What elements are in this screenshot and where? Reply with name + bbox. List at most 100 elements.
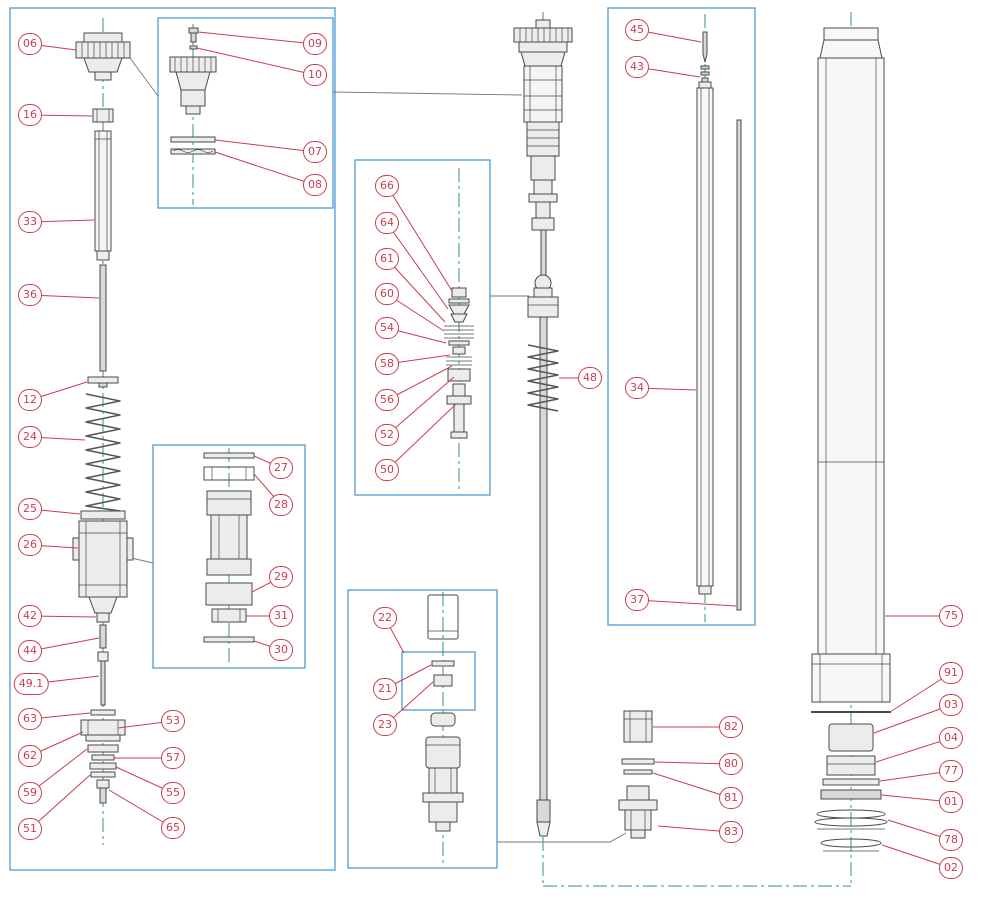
callout-24: 24 bbox=[18, 426, 42, 448]
base-valve-part bbox=[422, 736, 464, 832]
seal-head-stack bbox=[80, 709, 126, 804]
callout-30: 30 bbox=[269, 639, 293, 661]
callout-61: 61 bbox=[375, 248, 399, 270]
callout-91: 91 bbox=[939, 662, 963, 684]
callout-06: 06 bbox=[18, 33, 42, 55]
callout-12: 12 bbox=[18, 389, 42, 411]
leader-line-10 bbox=[196, 47, 316, 76]
piston-detail-assembly bbox=[203, 452, 255, 643]
callout-04: 04 bbox=[939, 727, 963, 749]
leader-line-03 bbox=[873, 704, 952, 734]
piston-detail-box bbox=[152, 444, 306, 669]
leader-line-08 bbox=[214, 151, 316, 186]
cap-body-part bbox=[169, 56, 217, 115]
long-rod-part bbox=[736, 119, 742, 611]
valve-stack-assembly bbox=[444, 287, 474, 439]
subpart-22-box bbox=[401, 651, 476, 711]
callout-22: 22 bbox=[373, 607, 397, 629]
callout-44: 44 bbox=[18, 640, 42, 662]
main-spring-part bbox=[85, 393, 121, 512]
cap-washer-parts bbox=[170, 136, 216, 155]
callout-34: 34 bbox=[625, 377, 649, 399]
adjuster-rod-part bbox=[97, 651, 109, 706]
nut-42-part bbox=[96, 612, 110, 623]
callout-25: 25 bbox=[18, 498, 42, 520]
callout-65: 65 bbox=[161, 817, 185, 839]
callout-63: 63 bbox=[18, 708, 42, 730]
leader-line-61 bbox=[386, 258, 446, 323]
callout-80: 80 bbox=[719, 753, 743, 775]
rebound-spring-part bbox=[527, 344, 559, 412]
callout-03: 03 bbox=[939, 694, 963, 716]
callout-58: 58 bbox=[375, 353, 399, 375]
callout-53: 53 bbox=[161, 710, 185, 732]
callout-56: 56 bbox=[375, 389, 399, 411]
callout-16: 16 bbox=[18, 104, 42, 126]
callout-55: 55 bbox=[161, 782, 185, 804]
callout-33: 33 bbox=[18, 211, 42, 233]
callout-54: 54 bbox=[375, 317, 399, 339]
bottom-detail-parts bbox=[422, 594, 464, 832]
pushrod-part bbox=[99, 264, 107, 372]
washer-12-part bbox=[87, 376, 119, 388]
cap-detail-box bbox=[157, 17, 334, 209]
bottom-fitting-parts bbox=[618, 710, 658, 839]
callout-23: 23 bbox=[373, 714, 397, 736]
cap-detail-assembly bbox=[169, 27, 217, 155]
leader-line-64 bbox=[386, 222, 449, 310]
leader-line-80 bbox=[654, 761, 732, 765]
left-assembly-box bbox=[9, 7, 336, 871]
callout-09: 09 bbox=[303, 33, 327, 55]
callout-62: 62 bbox=[18, 745, 42, 767]
callout-77: 77 bbox=[939, 760, 963, 782]
callout-37: 37 bbox=[625, 589, 649, 611]
callout-27: 27 bbox=[269, 457, 293, 479]
callout-49.1: 49.1 bbox=[13, 673, 49, 695]
rod-detail-box bbox=[607, 7, 756, 626]
rod-tip-part bbox=[536, 799, 551, 837]
cartridge-tube-part bbox=[696, 87, 714, 587]
center-cartridge-assembly bbox=[513, 19, 573, 837]
callout-82: 82 bbox=[719, 716, 743, 738]
callout-83: 83 bbox=[719, 821, 743, 843]
callout-50: 50 bbox=[375, 459, 399, 481]
left-fork-cartridge-assembly bbox=[72, 32, 134, 804]
callout-52: 52 bbox=[375, 424, 399, 446]
callout-42: 42 bbox=[18, 605, 42, 627]
callout-36: 36 bbox=[18, 284, 42, 306]
detail-boxes bbox=[9, 7, 756, 871]
callout-10: 10 bbox=[303, 64, 327, 86]
callout-31: 31 bbox=[269, 605, 293, 627]
callout-48: 48 bbox=[578, 367, 602, 389]
bleed-screw-part bbox=[188, 27, 199, 50]
leader-line-51 bbox=[29, 774, 91, 830]
damper-body-part bbox=[72, 520, 134, 614]
leader-line-04 bbox=[875, 737, 952, 763]
callout-07: 07 bbox=[303, 141, 327, 163]
inner-rod-assembly bbox=[696, 31, 742, 611]
spacer-part bbox=[92, 108, 114, 123]
damper-tube-part bbox=[94, 130, 112, 261]
fork-cap-part bbox=[75, 32, 131, 81]
spring-seat-part bbox=[80, 510, 126, 520]
outer-tube-assembly bbox=[811, 27, 891, 852]
callout-21: 21 bbox=[373, 678, 397, 700]
callout-59: 59 bbox=[18, 782, 42, 804]
callout-57: 57 bbox=[161, 747, 185, 769]
callout-28: 28 bbox=[269, 494, 293, 516]
seal-kit-stack bbox=[811, 711, 891, 852]
needle-part bbox=[702, 31, 708, 63]
callout-51: 51 bbox=[18, 818, 42, 840]
callout-08: 08 bbox=[303, 174, 327, 196]
callout-29: 29 bbox=[269, 566, 293, 588]
callout-45: 45 bbox=[625, 19, 649, 41]
leader-line-83 bbox=[657, 825, 732, 833]
valve-stack-detail-box bbox=[354, 159, 491, 496]
bottom-fitting-detail-box bbox=[347, 589, 498, 869]
callout-01: 01 bbox=[939, 791, 963, 813]
leader-line-50 bbox=[386, 403, 457, 471]
leader-line-07 bbox=[214, 139, 316, 153]
leader-line-66 bbox=[386, 185, 453, 292]
